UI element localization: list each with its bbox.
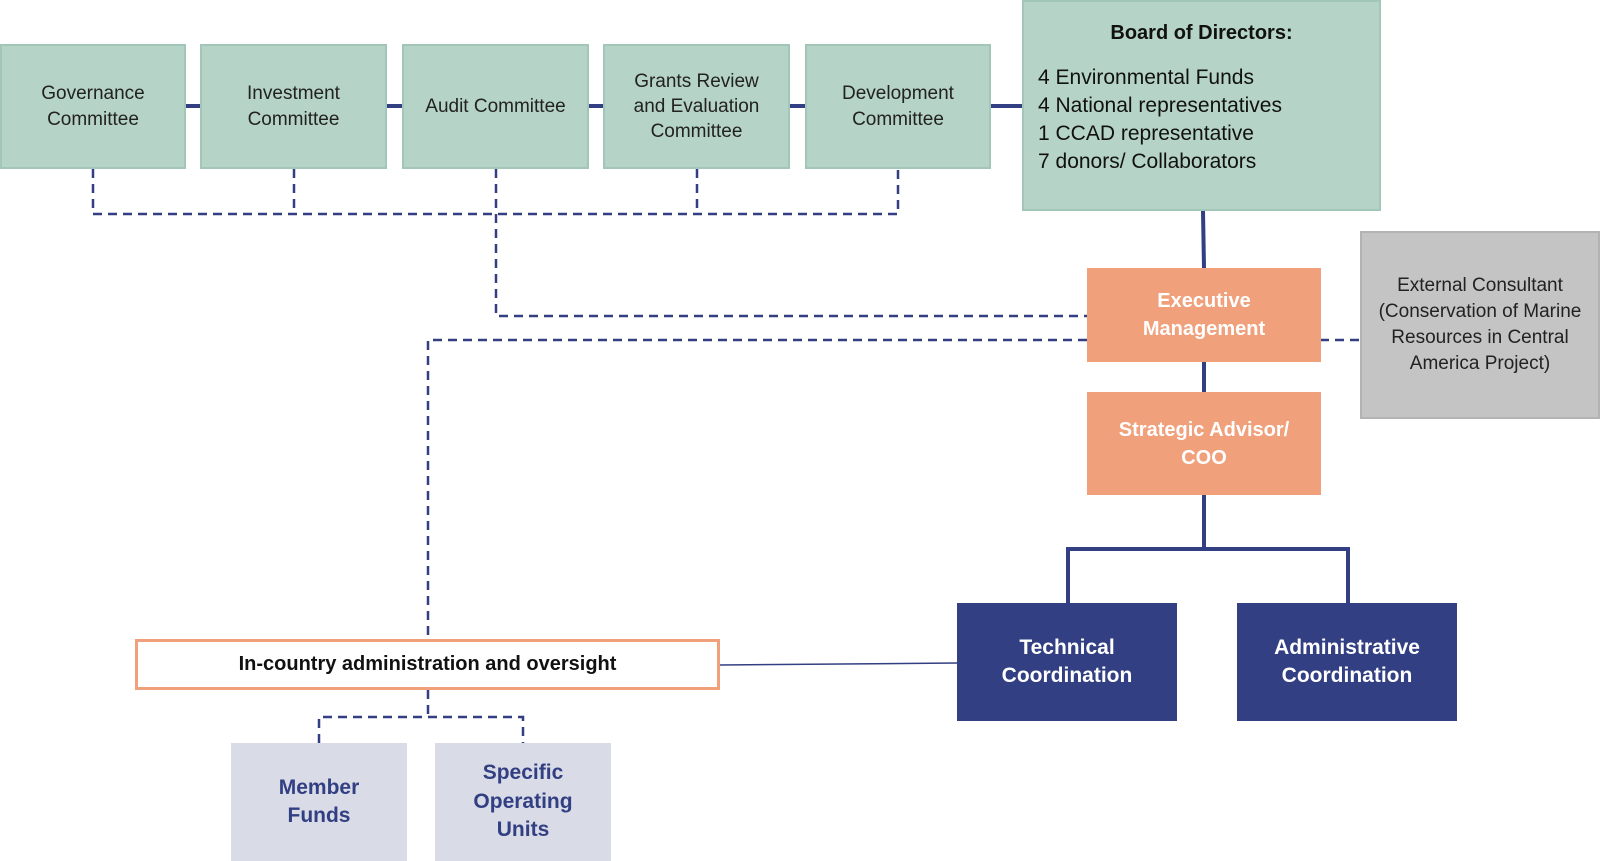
member-funds-label: Member Funds: [278, 775, 360, 827]
board-line-ccad-representative: 1 CCAD representative: [1038, 122, 1254, 146]
dashed-committees-bracket: [91, 169, 900, 216]
development-committee-box: Development Committee: [805, 44, 991, 169]
connector-oversight-technical: [719, 662, 958, 666]
dashed-oversight-units: [317, 690, 525, 743]
connector-board-executive: [1201, 210, 1206, 269]
dashed-executive-oversight: [426, 338, 1087, 639]
member-funds-box: Member Funds: [231, 743, 407, 861]
strategic-advisor-box: Strategic Advisor/ COO: [1087, 392, 1321, 495]
technical-coordination-label: Technical Coordination: [1001, 635, 1133, 687]
investment-committee-box: Investment Committee: [200, 44, 387, 169]
strategic-advisor-label: Strategic Advisor/ COO: [1118, 418, 1290, 469]
grants-committee-label: Grants Review and Evaluation Committee: [633, 70, 760, 143]
board-title: Board of Directors:: [1110, 22, 1293, 44]
governance-committee-box: Governance Committee: [0, 44, 186, 169]
administrative-coordination-box: Administrative Coordination: [1237, 603, 1457, 721]
audit-committee-box: Audit Committee: [402, 44, 589, 169]
governance-committee-label: Governance Committee: [41, 83, 145, 130]
board-line-national-representatives: 4 National representatives: [1038, 94, 1282, 118]
connector-strategic-coordination: [1066, 495, 1350, 603]
grants-committee-box: Grants Review and Evaluation Committee: [603, 44, 790, 169]
technical-coordination-box: Technical Coordination: [957, 603, 1177, 721]
dashed-committees-executive: [494, 214, 1087, 318]
in-country-oversight-label: In-country administration and oversight: [238, 653, 617, 676]
investment-committee-label: Investment Committee: [247, 83, 340, 130]
specific-operating-units-label: Specific Operating Units: [473, 761, 573, 842]
board-line-environmental-funds: 4 Environmental Funds: [1038, 66, 1254, 90]
executive-management-label: Executive Management: [1142, 290, 1266, 340]
in-country-oversight-box: In-country administration and oversight: [135, 639, 720, 690]
administrative-coordination-label: Administrative Coordination: [1274, 635, 1420, 687]
audit-committee-label: Audit Committee: [425, 95, 566, 117]
executive-management-box: Executive Management: [1087, 268, 1321, 362]
board-line-donors-collaborators: 7 donors/ Collaborators: [1038, 150, 1257, 174]
board-of-directors-box: Board of Directors: 4 Environmental Fund…: [1022, 0, 1381, 211]
external-consultant-box: External Consultant (Conservation of Mar…: [1360, 231, 1600, 419]
development-committee-label: Development Committee: [842, 83, 954, 130]
specific-operating-units-box: Specific Operating Units: [435, 743, 611, 861]
external-consultant-label: External Consultant (Conservation of Mar…: [1378, 275, 1582, 374]
